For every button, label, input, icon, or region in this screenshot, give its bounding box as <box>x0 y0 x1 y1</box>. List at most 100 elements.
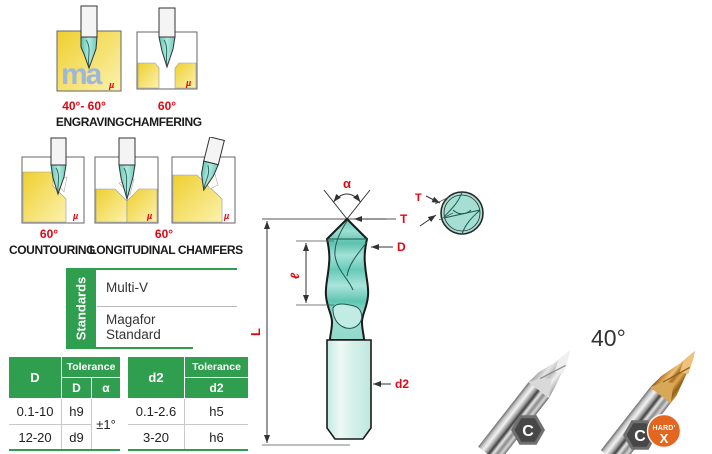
d2-table-header-tolerance: Tolerance <box>185 357 248 377</box>
d2-table-header-d2: d2 <box>128 357 184 398</box>
tilted-tool <box>201 137 225 192</box>
hardx-badge-x: X <box>660 431 669 446</box>
figure-longitudinal-1: µ <box>94 137 159 224</box>
flute-spiral <box>163 39 168 66</box>
flute-facet <box>528 378 552 399</box>
figure-engraving: ma µ <box>56 5 122 92</box>
d-table-cell: 0.1-10 <box>9 399 62 425</box>
end-view-web <box>452 209 472 215</box>
d2-table-subheader-d2: d2 <box>185 378 248 398</box>
standards-bottom-rule <box>66 347 193 349</box>
micro-logo-icon: µ <box>72 211 78 221</box>
standards-row-divider <box>97 306 237 307</box>
workpiece-right <box>126 188 158 223</box>
d-table-subheader-alpha: α <box>92 378 120 398</box>
caption-longitudinal: LONGITUDINAL CHAMFERS <box>89 243 243 257</box>
angle-row2-2: 60° <box>154 227 174 241</box>
ell-label: ℓ <box>288 272 302 279</box>
flute-spiral <box>85 39 90 67</box>
workpiece-right <box>174 62 197 89</box>
angle-row1-1: 40°- 60° <box>62 99 106 113</box>
hardx-badge-top: HARD' <box>653 425 676 432</box>
d-table-header-tolerance: Tolerance <box>62 357 120 377</box>
d2-table-cell: h6 <box>185 425 248 449</box>
spiral-line-1 <box>334 255 354 291</box>
standard-magafor: Magafor Standard <box>106 312 161 342</box>
d2-table-bottom-rule <box>128 449 248 451</box>
standards-header: Standards <box>66 270 96 347</box>
micro-logo-icon: µ <box>185 78 191 88</box>
micro-logo-icon: µ <box>146 211 152 221</box>
end-view-flute-1 <box>443 191 463 218</box>
tool-shank <box>478 382 550 454</box>
flute-spiral <box>203 165 210 189</box>
caption-engraving: ENGRAVING <box>55 115 125 129</box>
spiral-line-2 <box>346 241 368 277</box>
angle-row2-1: 60° <box>39 227 59 241</box>
tool-photo-carbide: C <box>478 350 570 454</box>
flute-runout-lobe <box>332 303 363 329</box>
caption-contouring: COUNTOURING <box>8 243 96 257</box>
tool-shank <box>158 7 176 38</box>
photo-angle-label: 40° <box>591 325 626 351</box>
d-table-header-d: D <box>9 357 61 398</box>
tip-facet <box>554 350 570 374</box>
figure-longitudinal-2: µ <box>171 137 236 224</box>
tip-facet <box>679 351 695 375</box>
end-view-flute-2 <box>461 209 481 235</box>
flute-groove <box>662 366 690 383</box>
micro-logo-icon: µ <box>108 80 114 90</box>
engraved-letters: ma <box>61 58 103 91</box>
end-view-inner-rim <box>443 194 481 232</box>
tool-photo-coated: C HARD' X <box>600 351 695 454</box>
flute-groove <box>539 364 566 380</box>
standards-top-rule <box>66 268 237 270</box>
d-table-alpha-tolerance: ±1° <box>92 399 120 449</box>
tool-shank <box>80 5 98 38</box>
d2-table-cell: h5 <box>185 399 248 425</box>
t-end-label: T <box>415 192 422 204</box>
angle-line-right <box>346 189 371 220</box>
standards-title: Standards <box>73 276 89 341</box>
d2-table-cell: 0.1-2.6 <box>128 399 185 425</box>
carbide-badge-label: C <box>522 423 534 440</box>
tool-body <box>478 350 570 454</box>
d-label: D <box>397 240 406 254</box>
carbide-badge-label: C <box>634 428 646 445</box>
carbide-badge-inner <box>514 418 542 442</box>
flute-spiral <box>123 167 128 198</box>
d-table-cell: d9 <box>62 425 92 449</box>
d-table-bottom-rule <box>9 449 120 451</box>
angle-arc-right <box>346 193 361 203</box>
l-label: L <box>250 328 263 336</box>
t-web-arrow-2 <box>419 214 437 227</box>
workpiece-left <box>137 62 160 89</box>
flute-spiral <box>55 167 60 193</box>
micro-logo-icon: µ <box>223 211 229 221</box>
carbide-badge-inner <box>626 423 654 447</box>
d-table-subheader-d: D <box>62 378 91 398</box>
standard-multi-v: Multi-V <box>106 280 149 295</box>
d-table-cell: 12-20 <box>9 425 62 449</box>
t-web-ext-2 <box>438 212 454 221</box>
cutting-edge-line <box>334 220 348 257</box>
angle-line-left <box>323 189 348 220</box>
tool-shank <box>50 137 67 166</box>
tool-shank-section <box>326 339 372 440</box>
flute-facet <box>650 382 674 404</box>
angle-row1-2: 60° <box>157 99 177 113</box>
d2-label: d2 <box>395 377 409 391</box>
t-label: T <box>400 212 408 226</box>
d-table-cell: h9 <box>62 399 92 425</box>
technical-drawing: α T D ℓ L d2 <box>250 176 484 446</box>
figure-contouring: µ <box>21 137 85 224</box>
t-web-arrow-1 <box>425 195 441 204</box>
workpiece-block <box>172 174 223 223</box>
angle-arc-left <box>333 193 348 203</box>
d2-table-cell: 3-20 <box>128 425 185 449</box>
tool-shank <box>118 137 136 166</box>
alpha-label: α <box>343 176 351 191</box>
caption-chamfering: CHAMFERING <box>124 115 202 129</box>
figure-chamfering: µ <box>136 7 198 90</box>
